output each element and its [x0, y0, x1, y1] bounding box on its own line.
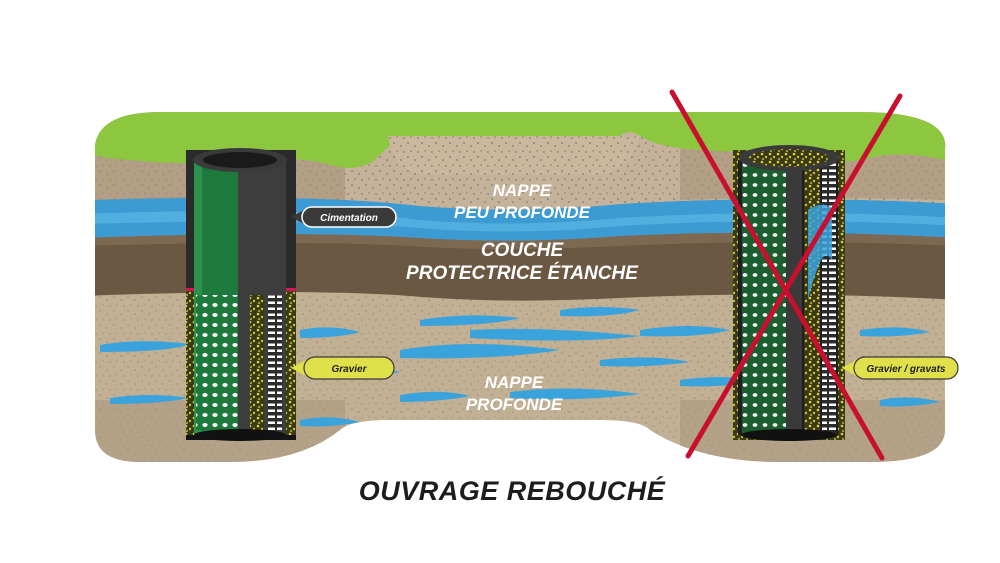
- label-line: COUCHE: [481, 240, 565, 261]
- left-well-correct: [186, 148, 296, 441]
- label-line: NAPPE: [485, 373, 544, 392]
- callout-label: Gravier / gravats: [867, 364, 946, 375]
- label-nappe-peu-profonde: NAPPE PEU PROFONDE: [454, 181, 591, 222]
- callout-label: Gravier: [331, 364, 367, 375]
- label-nappe-profonde: NAPPE PROFONDE: [466, 373, 563, 414]
- label-line: NAPPE: [493, 181, 552, 200]
- label-line: PROTECTRICE ÉTANCHE: [406, 262, 639, 284]
- grass-surface: [95, 112, 946, 168]
- callout-cimentation: Cimentation: [291, 206, 397, 228]
- callout-label: Cimentation: [320, 213, 378, 224]
- cross-out-mark: [669, 89, 903, 461]
- label-couche-etanche: COUCHE PROTECTRICE ÉTANCHE: [406, 240, 639, 284]
- screen-section: [196, 295, 238, 430]
- callout-gravier-gravats: Gravier / gravats: [842, 356, 959, 380]
- caption-title: OUVRAGE REBOUCHÉ: [359, 475, 666, 506]
- label-line: PROFONDE: [466, 395, 563, 414]
- label-line: PEU PROFONDE: [454, 203, 591, 222]
- callout-gravier: Gravier: [291, 356, 395, 380]
